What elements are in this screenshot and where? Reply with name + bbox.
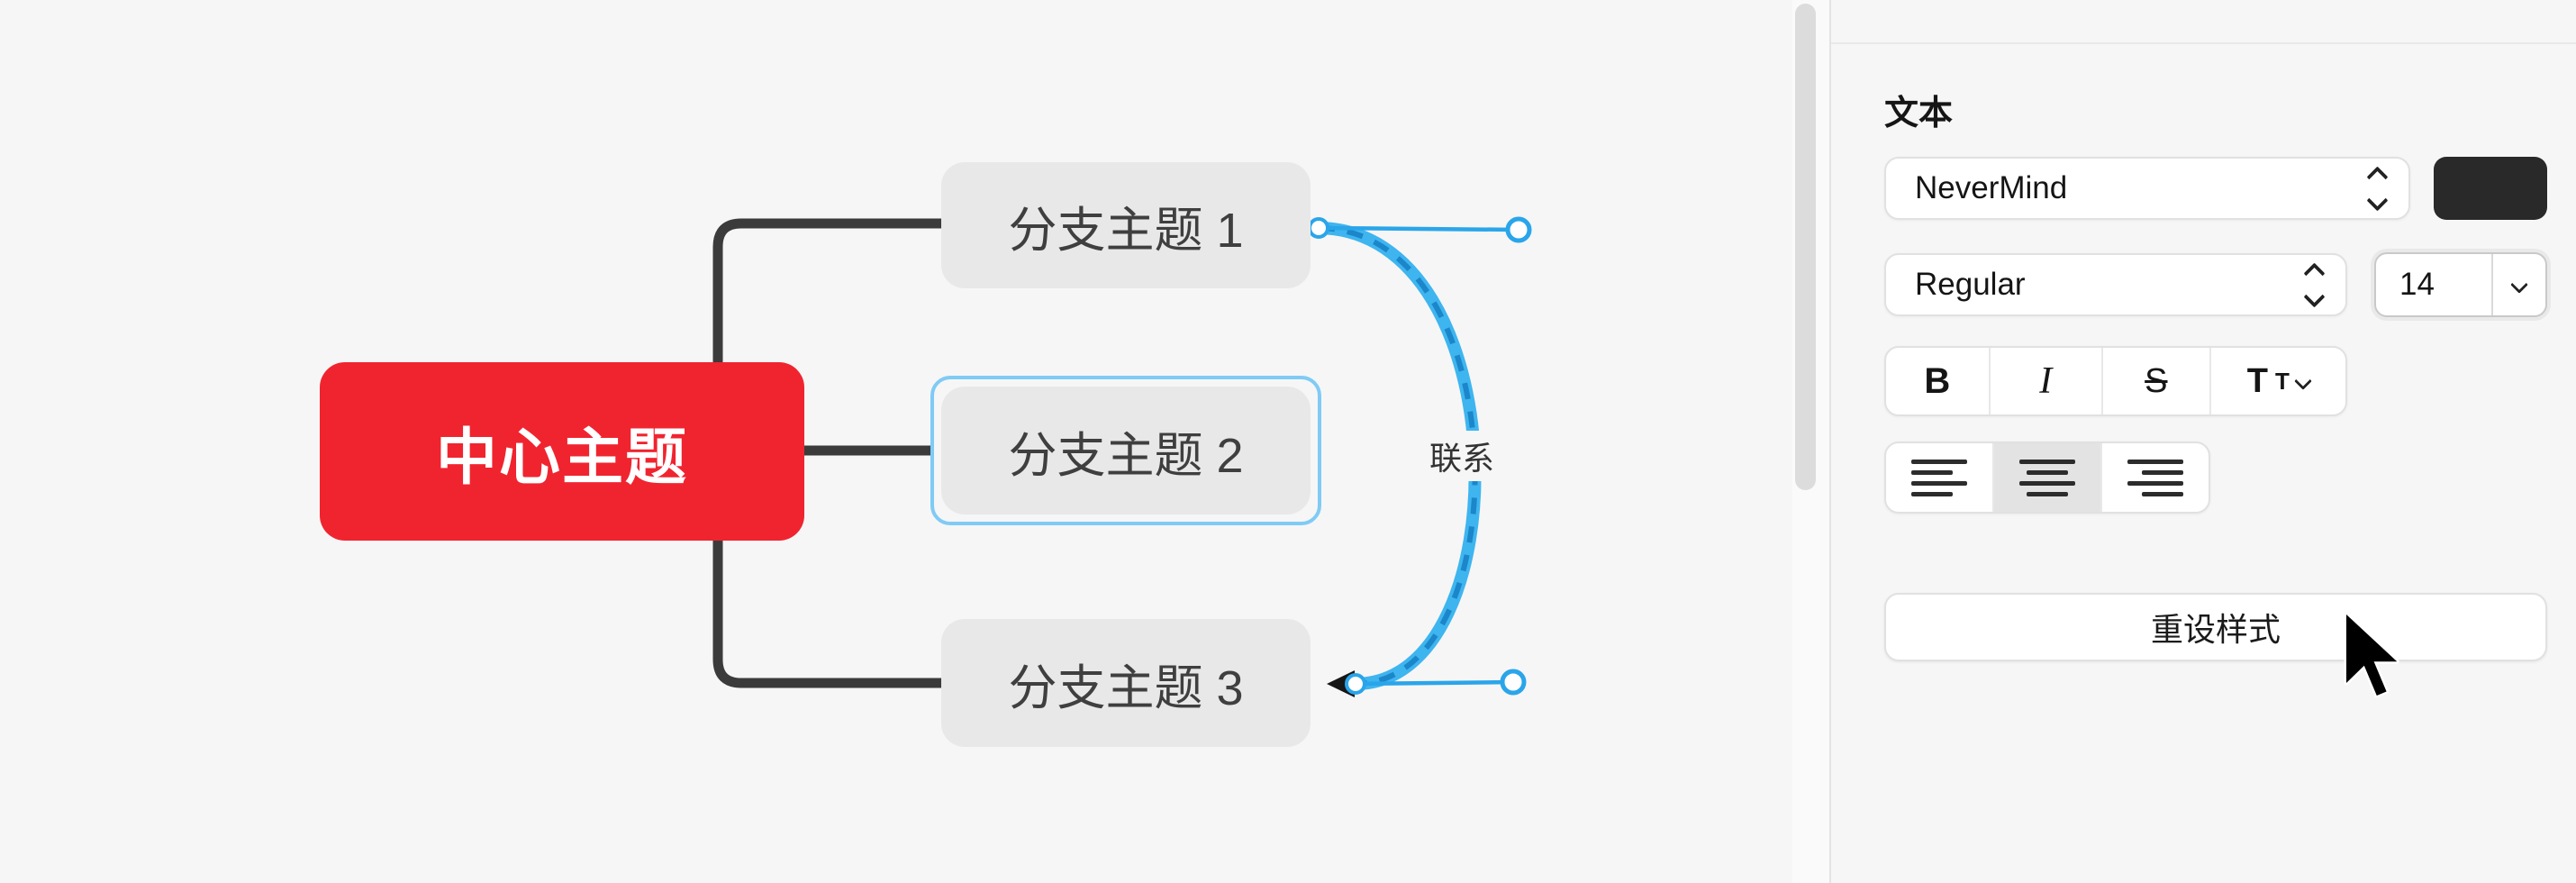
panel-top-divider (1831, 42, 2576, 44)
align-left-icon (1911, 459, 1967, 496)
bold-button[interactable]: B (1924, 360, 1951, 401)
align-left-button[interactable] (1886, 443, 1992, 512)
text-case-large-t: T (2246, 361, 2268, 400)
align-center-button[interactable] (1992, 443, 2100, 512)
chevron-down-icon (2293, 372, 2312, 390)
text-color-swatch[interactable] (2434, 157, 2547, 220)
italic-button[interactable]: I (1988, 348, 2102, 414)
reset-style-button[interactable]: 重设样式 (1884, 593, 2547, 661)
strikethrough-button[interactable]: S (2101, 348, 2209, 414)
relationship-start-anchor[interactable] (1308, 217, 1329, 239)
updown-chevron-icon (2366, 165, 2389, 212)
font-weight-select[interactable]: Regular (1884, 253, 2347, 316)
panel-divider (1829, 0, 1831, 883)
align-right-button[interactable] (2100, 443, 2209, 512)
text-case-button[interactable]: T T (2209, 348, 2345, 414)
relationship-label[interactable]: 联系 (1424, 431, 1501, 481)
text-format-group: B I S T T (1884, 346, 2347, 416)
text-section-title: 文本 (1884, 95, 1954, 132)
canvas-scrollbar-thumb[interactable] (1795, 4, 1816, 490)
font-size-dropdown-button[interactable] (2491, 254, 2545, 315)
font-weight-value: Regular (1915, 267, 2026, 302)
text-align-group (1884, 442, 2210, 514)
font-size-value: 14 (2399, 267, 2435, 302)
text-case-small-t: T (2274, 367, 2290, 395)
updown-chevron-icon (2303, 261, 2326, 308)
relationship-end-handle-line (1355, 679, 1514, 687)
font-size-select[interactable]: 14 (2374, 252, 2547, 317)
relationship-start-control-handle[interactable] (1505, 216, 1532, 243)
central-topic[interactable]: 中心主题 (320, 362, 804, 541)
font-family-value: NeverMind (1915, 170, 2068, 205)
relationship-start-handle-line (1318, 225, 1519, 232)
relationship-end-anchor[interactable] (1345, 673, 1366, 695)
branch-topic-3[interactable]: 分支主题 3 (941, 619, 1311, 747)
mouse-cursor-icon (2344, 613, 2399, 698)
align-right-icon (2127, 459, 2183, 496)
branch-topic-1[interactable]: 分支主题 1 (941, 162, 1311, 288)
font-family-select[interactable]: NeverMind (1884, 157, 2410, 220)
branch-topic-2[interactable]: 分支主题 2 (941, 387, 1311, 514)
align-center-icon (2019, 459, 2075, 496)
chevron-down-icon (2510, 276, 2528, 294)
branch-topic-2-selection-border: 分支主题 2 (930, 376, 1321, 525)
relationship-end-control-handle[interactable] (1500, 669, 1527, 696)
